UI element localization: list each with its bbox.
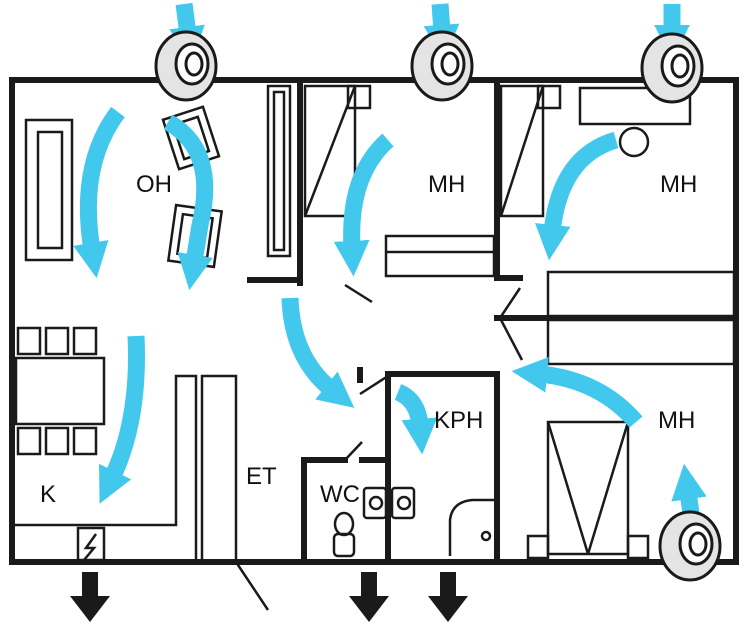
wardrobe-1 (303, 84, 372, 218)
shower (448, 498, 494, 556)
room-label-toilet: WC (320, 481, 360, 508)
down-arrow-icon (349, 572, 389, 622)
curved-airflow-arrow-icon (511, 356, 643, 428)
room-label-kitchen: K (40, 481, 56, 508)
curved-airflow-arrow-icon (281, 297, 355, 408)
interior-walls (247, 77, 739, 565)
room-labels: OH MH MH MH K ET WC KPH (40, 171, 697, 508)
storage-shelving (546, 270, 736, 366)
circular-supply-air-valve-icon (410, 30, 474, 102)
supply-valves (154, 30, 722, 582)
bed-1 (384, 234, 496, 278)
bookshelf (266, 84, 292, 258)
curved-airflow-arrow-icon (394, 384, 438, 455)
circular-supply-air-valve-icon (154, 30, 218, 102)
curved-airflow-arrow-icon (99, 335, 145, 504)
curved-airflow-arrow-icon (73, 106, 125, 279)
hall-closet (200, 374, 238, 564)
room-label-bathroom: KPH (434, 407, 483, 434)
exhaust-arrows (70, 572, 468, 622)
curved-airflow-arrow-icon (333, 133, 394, 277)
straight-airflow-arrow-icon (423, 3, 460, 61)
room-label-bedroom-1: MH (428, 171, 465, 198)
airflow-arrows (73, 2, 707, 522)
circular-supply-air-valve-icon (640, 32, 704, 104)
toilet (332, 511, 356, 558)
wardrobe-2 (499, 84, 562, 218)
room-label-living: OH (136, 171, 172, 198)
curved-airflow-arrow-icon (534, 131, 619, 261)
down-arrow-icon (70, 572, 110, 622)
room-label-hall: ET (246, 463, 277, 490)
down-arrow-icon (428, 572, 468, 622)
washbasin-wc (362, 486, 388, 520)
circular-supply-air-valve-icon (658, 510, 722, 582)
desk (578, 86, 692, 158)
room-label-bedroom-2: MH (660, 171, 697, 198)
curved-airflow-arrow-icon (163, 114, 214, 291)
washbasin-bathroom (390, 486, 416, 520)
room-label-bedroom-3: MH (658, 407, 695, 434)
sofa (24, 118, 74, 262)
kitchen-counter (12, 374, 198, 562)
door-swings (234, 283, 524, 611)
dining-table (14, 326, 106, 456)
bed-3 (526, 420, 650, 560)
furniture (12, 84, 736, 564)
straight-airflow-arrow-icon (169, 2, 205, 63)
